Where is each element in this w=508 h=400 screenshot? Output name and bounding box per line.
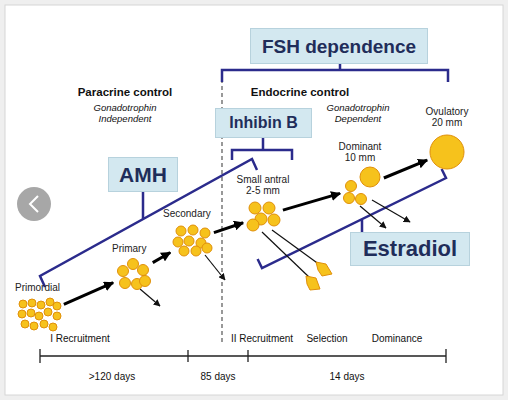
follicle (120, 278, 131, 289)
follicle (53, 312, 61, 320)
follicle (184, 236, 194, 246)
annotation-label: II Recruitment (217, 333, 307, 345)
follicle (21, 320, 29, 328)
annotation-label: Gonadotrophin Dependent (318, 103, 398, 125)
follicle (179, 246, 189, 256)
follicle (173, 237, 183, 247)
follicle-cluster (115, 258, 151, 290)
atresia-arrow (372, 200, 410, 222)
follicle (430, 135, 464, 169)
follicle-stage: Primordial (18, 298, 62, 332)
follicle (263, 202, 275, 214)
follicle-cluster (245, 200, 281, 232)
follicle (53, 302, 61, 310)
follicle (176, 226, 186, 236)
stage-arrow (384, 160, 427, 178)
follicle (44, 308, 52, 316)
follicle-stage: Secondary (172, 224, 212, 256)
atresia-arrow (205, 255, 225, 280)
follicle (191, 246, 201, 256)
follicle (268, 214, 280, 226)
hormone-box: AMH (108, 157, 178, 192)
annotation-label: Gonadotrophin Independent (85, 103, 165, 125)
stage-label: Dominant 10 mm (334, 141, 386, 163)
follicle (30, 322, 38, 330)
follicle (346, 181, 357, 192)
stage-label: Small antral 2-5 mm (232, 174, 294, 196)
follicle (140, 276, 151, 287)
stage-arrow (64, 283, 113, 305)
annotation-label: 14 days (317, 371, 377, 383)
atresia-arrow (262, 232, 310, 278)
stage-arrow (283, 193, 340, 210)
follicle (49, 323, 57, 331)
stage-label: Secondary (163, 208, 223, 219)
follicle-stage: Dominant 10 mm (342, 166, 382, 208)
atresia-arrow (272, 230, 320, 265)
follicle (200, 228, 210, 238)
hormone-label: FSH dependence (262, 37, 416, 56)
follicle-cluster (172, 224, 212, 256)
hormone-box: Inhibin B (215, 108, 312, 138)
fsh-bracket (222, 64, 448, 82)
hormone-label: AMH (119, 164, 167, 185)
stage-label: Primordial (15, 282, 75, 293)
stage-arrow (214, 223, 243, 233)
follicle-cluster (342, 166, 382, 208)
follicle (356, 194, 367, 205)
follicle (247, 219, 259, 231)
follicle (360, 167, 380, 187)
annotation-label: Dominance (362, 333, 432, 345)
follicle (188, 225, 198, 235)
follicle (202, 243, 212, 253)
follicle (118, 266, 129, 277)
hormone-label: Estradiol (363, 238, 457, 260)
follicle (37, 301, 45, 309)
hormone-label: Inhibin B (229, 115, 297, 131)
annotation-label: 85 days (188, 371, 248, 383)
follicle (249, 202, 261, 214)
atresia-arrow (140, 289, 160, 306)
follicle (28, 299, 36, 307)
atretic-follicle (316, 262, 332, 276)
follicle (19, 300, 27, 308)
follicle (18, 310, 26, 318)
stage-arrow (153, 253, 171, 263)
follicle-cluster (18, 298, 62, 332)
stage-label: Ovulatory 20 mm (419, 106, 475, 128)
follicle (27, 309, 35, 317)
carousel-chevron (30, 196, 38, 212)
annotation-label: >120 days (72, 371, 152, 383)
follicle-stage: Small antral 2-5 mm (245, 200, 281, 232)
follicle (40, 320, 48, 328)
atresia-arrow (360, 206, 386, 228)
card-frame (5, 5, 503, 395)
annotation-label: Endocrine control (245, 86, 355, 99)
annotation-label: I Recruitment (35, 333, 125, 345)
annotation-label: Paracrine control (70, 86, 180, 99)
follicle (35, 312, 43, 320)
atretic-follicle (306, 276, 320, 290)
follicle (138, 265, 149, 276)
carousel-button (17, 187, 51, 221)
follicle (344, 193, 355, 204)
timeline-axis (40, 349, 446, 363)
follicle-stage: Primary (115, 258, 151, 290)
follicle (128, 259, 139, 270)
inhibin-bracket (232, 138, 292, 160)
annotation-label: Selection (297, 333, 357, 345)
stage-label: Primary (112, 243, 162, 254)
amh-bracket (40, 159, 257, 287)
hormone-box: Estradiol (350, 232, 470, 266)
follicle-cluster (429, 134, 465, 170)
hormone-box: FSH dependence (250, 28, 428, 64)
follicle-stage: Ovulatory 20 mm (429, 134, 465, 170)
